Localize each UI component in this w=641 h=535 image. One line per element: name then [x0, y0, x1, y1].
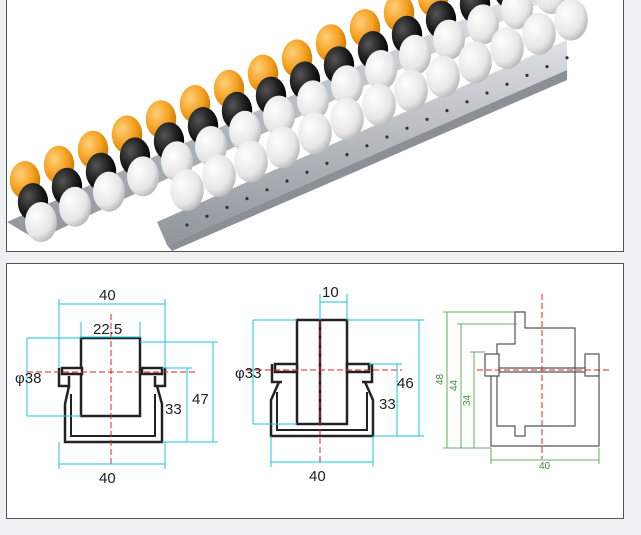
dim-bottom-width: 40	[539, 461, 551, 472]
white-roller	[490, 27, 524, 69]
dim-total-height: 47	[192, 391, 209, 408]
mounting-hole	[445, 109, 449, 113]
roller-outline	[496, 311, 576, 437]
white-roller	[467, 4, 499, 45]
dim-roller-diameter: φ33	[235, 365, 261, 382]
dim-roller-diameter: φ38	[15, 370, 41, 387]
white-roller	[331, 65, 363, 106]
white-roller	[554, 0, 588, 41]
mounting-hole	[405, 126, 409, 130]
white-roller	[234, 140, 268, 183]
mounting-hole	[325, 161, 329, 165]
white-roller	[298, 112, 332, 155]
dim-top-width: 40	[99, 287, 116, 304]
white-roller	[127, 156, 159, 197]
dim-inner-width: 22.5	[93, 321, 122, 338]
white-roller	[365, 50, 397, 90]
mounting-hole	[305, 170, 309, 174]
mounting-hole	[545, 65, 549, 69]
white-roller	[266, 126, 300, 169]
channel-profile	[490, 376, 600, 447]
profile-drawing-1: 40 22.5 φ38 33 47 40	[15, 287, 218, 487]
dim-bottom-width: 40	[309, 468, 326, 485]
dim-total-height: 46	[397, 375, 414, 392]
front-track	[157, 0, 588, 251]
channel-profile	[269, 381, 375, 438]
white-roller	[59, 186, 91, 227]
technical-drawings: 40 22.5 φ38 33 47 40 10 φ33	[6, 263, 624, 519]
mounting-hole	[285, 179, 289, 183]
white-roller	[394, 69, 428, 112]
dim-inner-height: 33	[165, 401, 182, 418]
dim-roller-width: 10	[322, 284, 339, 301]
dim-bottom-width: 40	[99, 470, 116, 487]
mounting-hole	[225, 205, 229, 209]
dim-height-a: 48	[435, 373, 446, 385]
dim-inner-height: 33	[379, 396, 396, 413]
profile-drawing-2: 10 φ33 46 33 40	[235, 284, 424, 485]
white-roller	[426, 55, 460, 98]
white-roller	[263, 95, 295, 136]
white-roller	[458, 41, 492, 84]
mounting-hole	[185, 223, 189, 227]
white-roller	[501, 0, 533, 30]
white-roller	[297, 80, 329, 121]
white-roller	[399, 34, 431, 75]
white-roller	[362, 83, 396, 126]
mounting-hole	[465, 100, 469, 104]
white-roller	[93, 171, 125, 212]
mounting-hole	[525, 73, 529, 77]
mounting-hole	[245, 197, 249, 201]
mounting-hole	[365, 144, 369, 148]
dim-height-c: 34	[462, 394, 473, 406]
roller-body	[295, 318, 349, 426]
white-roller	[433, 19, 465, 60]
mounting-hole	[565, 56, 569, 60]
mounting-hole	[425, 117, 429, 121]
mounting-hole	[205, 214, 209, 218]
white-roller	[25, 202, 57, 242]
mounting-hole	[385, 135, 389, 139]
mounting-hole	[505, 82, 509, 86]
dim-height-b: 44	[449, 379, 460, 391]
mounting-hole	[345, 153, 349, 157]
white-roller	[522, 12, 556, 55]
profile-drawing-3: 48 44 34 40	[435, 294, 612, 472]
mounting-hole	[265, 188, 269, 192]
product-photo	[6, 0, 624, 252]
white-roller	[202, 154, 236, 197]
roller-track-illustration	[7, 0, 623, 251]
channel-profile	[63, 385, 164, 444]
white-roller	[170, 169, 204, 211]
white-roller	[330, 98, 364, 140]
mounting-hole	[485, 91, 489, 95]
